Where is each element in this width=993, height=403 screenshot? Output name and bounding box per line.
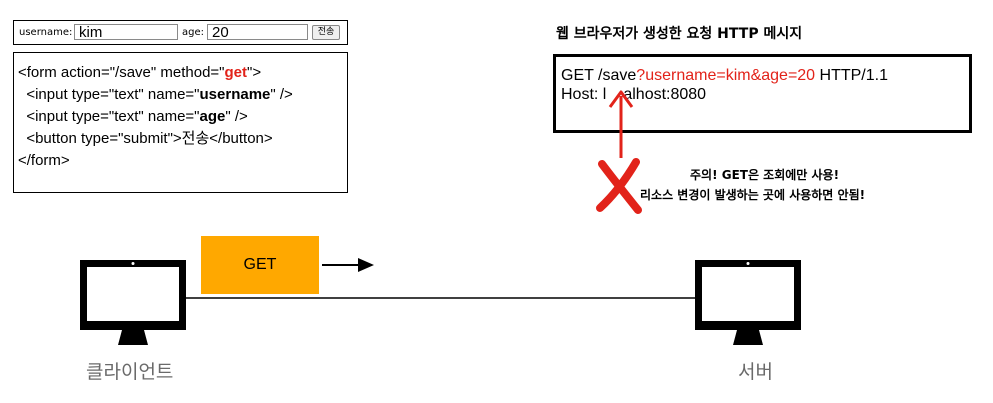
username-label: username: xyxy=(19,27,73,38)
code-line-form-close: </form> xyxy=(18,152,70,169)
form-source-code: <form action="/save" method="get"> <inpu… xyxy=(13,52,348,193)
submit-button[interactable]: 전송 xyxy=(312,25,340,40)
warning-line-1: 주의! GET은 조회에만 사용! xyxy=(690,168,840,182)
method-value: get xyxy=(224,64,248,81)
http-message-title: 웹 브라우저가 생성한 요청 HTTP 메시지 xyxy=(556,26,803,42)
monitor-icon xyxy=(80,260,186,345)
warning-line-2: 리소스 변경이 발생하는 곳에 사용하면 안됨! xyxy=(640,188,866,202)
code-line-button: <button type="submit">전송</button> xyxy=(18,130,273,147)
server-label: 서버 xyxy=(738,361,773,383)
code-line-username-input: <input type="text" name="username" /> xyxy=(18,86,293,103)
http-message-box: GET /save?username=kim&age=20 HTTP/1.1 H… xyxy=(553,54,972,133)
age-label: age: xyxy=(182,27,204,38)
client-label: 클라이언트 xyxy=(86,361,174,383)
code-line-form-open: <form action="/save" method="get"> xyxy=(18,64,262,81)
arrow-right-icon xyxy=(322,258,374,272)
monitor-icon xyxy=(695,260,801,345)
get-method-box: GET xyxy=(201,236,319,294)
age-input[interactable]: 20 xyxy=(207,24,308,40)
username-input[interactable]: kim xyxy=(74,24,178,40)
request-line: GET /save?username=kim&age=20 HTTP/1.1 xyxy=(561,67,888,84)
arrow-up-icon xyxy=(608,90,634,158)
red-x-icon xyxy=(596,158,642,214)
code-line-age-input: <input type="text" name="age" /> xyxy=(18,108,248,125)
query-string: ?username=kim&age=20 xyxy=(636,67,816,84)
rendered-form: username: kim age: 20 전송 xyxy=(13,20,348,45)
red-arrow-cross-graphic xyxy=(596,90,642,214)
